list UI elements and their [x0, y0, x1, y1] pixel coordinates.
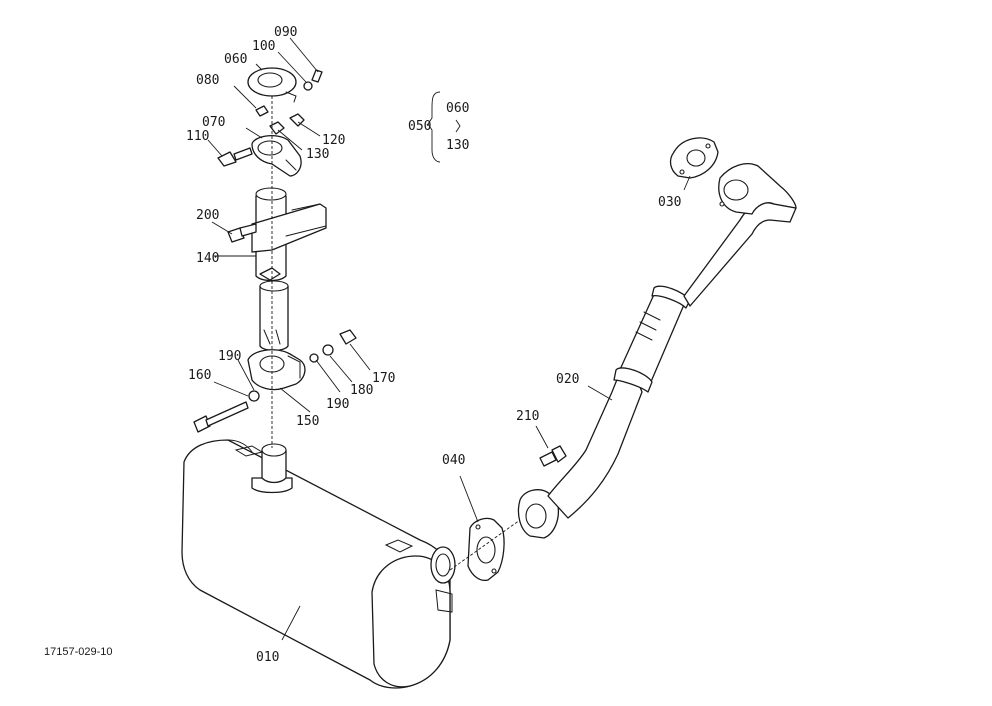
leader-lines: [207, 37, 691, 641]
callout-160: 160: [188, 368, 211, 383]
bolt-200[interactable]: [227, 223, 257, 243]
bolt-210[interactable]: [539, 445, 567, 467]
callout-200: 200: [196, 208, 219, 223]
callout-060-top: 060: [224, 52, 247, 67]
bolt-080[interactable]: [255, 105, 269, 117]
bolt-090[interactable]: [311, 69, 323, 83]
bolt-160[interactable]: [193, 401, 249, 433]
centerline-flange: [449, 519, 521, 571]
callout-040: 040: [442, 453, 465, 468]
callout-140: 140: [196, 251, 219, 266]
callout-030: 030: [658, 195, 681, 210]
callout-170: 170: [372, 371, 395, 386]
clamp-070[interactable]: [251, 134, 302, 177]
callout-130-top: 130: [306, 147, 329, 162]
callout-080: 080: [196, 73, 219, 88]
washer-100[interactable]: [303, 81, 313, 91]
callout-100: 100: [252, 39, 275, 54]
callout-050: 050: [408, 119, 431, 134]
callout-210: 210: [516, 409, 539, 424]
washer-190-left[interactable]: [248, 390, 260, 402]
rain-cap-060[interactable]: [247, 67, 297, 103]
callout-120: 120: [322, 133, 345, 148]
nut-130[interactable]: [269, 121, 285, 135]
gasket-040[interactable]: [467, 517, 505, 582]
callout-060-group: 060: [446, 101, 469, 116]
callout-190-right: 190: [326, 397, 349, 412]
callout-130-group: 130: [446, 138, 469, 153]
callout-070: 070: [202, 115, 225, 130]
washer-180[interactable]: [322, 344, 334, 356]
bolt-110[interactable]: [217, 147, 253, 167]
muffler-010[interactable]: [181, 439, 456, 689]
clamp-150[interactable]: [247, 349, 306, 391]
gasket-030[interactable]: [669, 137, 719, 179]
callout-020: 020: [556, 372, 579, 387]
callout-150: 150: [296, 414, 319, 429]
nut-170[interactable]: [339, 329, 357, 345]
nut-120[interactable]: [289, 113, 305, 127]
callout-190-left: 190: [218, 349, 241, 364]
callout-180: 180: [350, 383, 373, 398]
callout-090: 090: [274, 25, 297, 40]
drawing-number: 17157-029-10: [44, 646, 113, 658]
exhaust-pipe-020[interactable]: [517, 163, 797, 539]
callout-110: 110: [186, 129, 209, 144]
callout-010: 010: [256, 650, 279, 665]
tail-pipe-140[interactable]: [251, 187, 327, 352]
